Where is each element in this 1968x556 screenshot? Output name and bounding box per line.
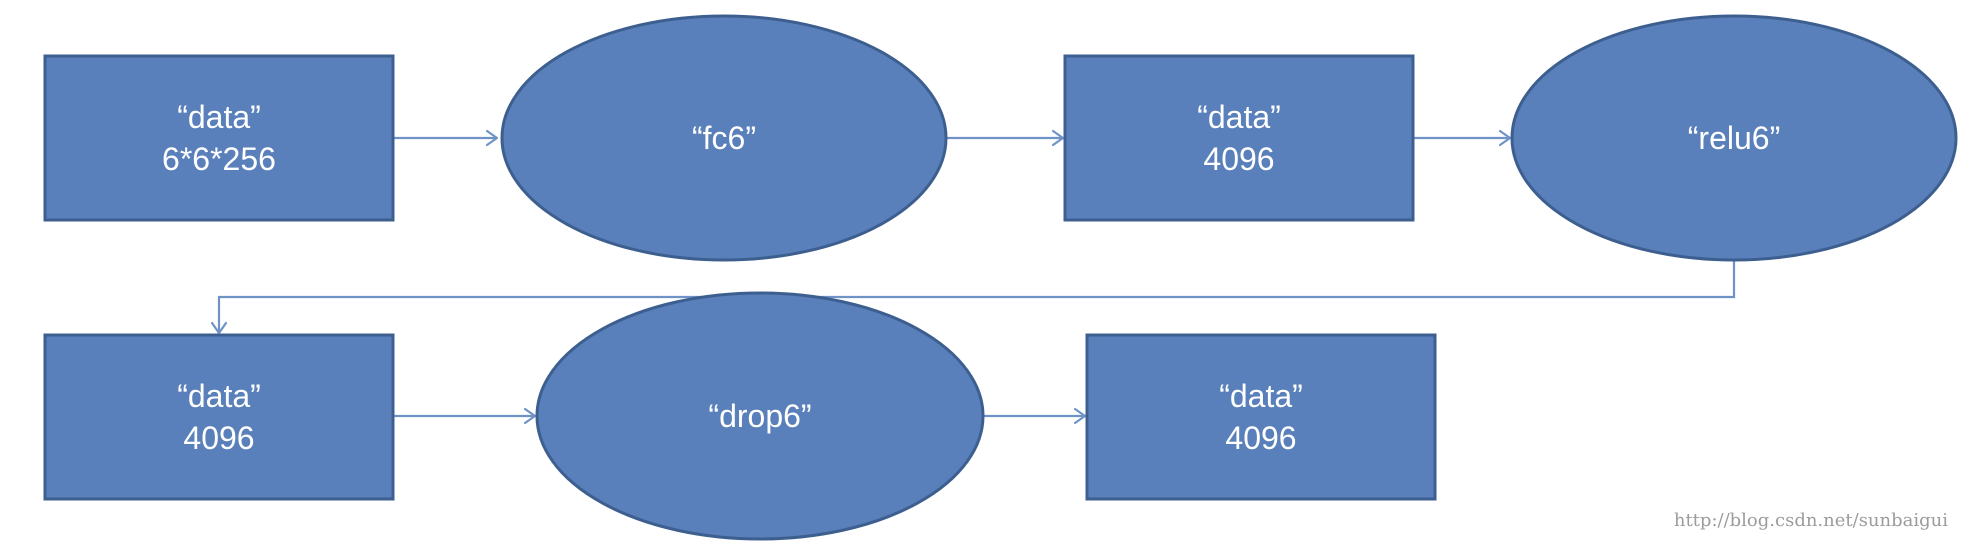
node-data-fc6: “data” 4096 (1063, 54, 1415, 222)
node-data-input: “data” 6*6*256 (43, 54, 395, 222)
node-data-drop6-size: 4096 (1225, 420, 1296, 456)
node-data-fc6-size: 4096 (1203, 141, 1274, 177)
node-drop6: “drop6” (535, 291, 985, 541)
node-data-relu6-name: “data” (177, 378, 261, 414)
node-relu6-label: “relu6” (1688, 120, 1780, 156)
arrowhead-icon (1073, 407, 1087, 425)
node-data-relu6: “data” 4096 (43, 333, 395, 501)
arrowhead-icon (210, 321, 228, 335)
node-data-fc6-name: “data” (1197, 99, 1281, 135)
node-fc6-label: “fc6” (692, 120, 756, 156)
node-data-drop6: “data” 4096 (1085, 333, 1437, 501)
arrowhead-icon (485, 129, 499, 147)
edge-relu6-to-data (217, 260, 1736, 333)
node-fc6: “fc6” (500, 14, 948, 262)
node-data-relu6-size: 4096 (183, 420, 254, 456)
node-data-drop6-name: “data” (1219, 378, 1303, 414)
node-drop6-label: “drop6” (708, 398, 811, 434)
node-relu6: “relu6” (1510, 14, 1958, 262)
arrowhead-icon (1051, 129, 1065, 147)
watermark-url: http://blog.csdn.net/sunbaigui (1674, 510, 1948, 531)
node-data-input-shape: 6*6*256 (162, 141, 276, 177)
arrowhead-icon (523, 407, 537, 425)
edges (210, 129, 1736, 425)
node-data-input-name: “data” (177, 99, 261, 135)
arrowhead-icon (1498, 129, 1512, 147)
